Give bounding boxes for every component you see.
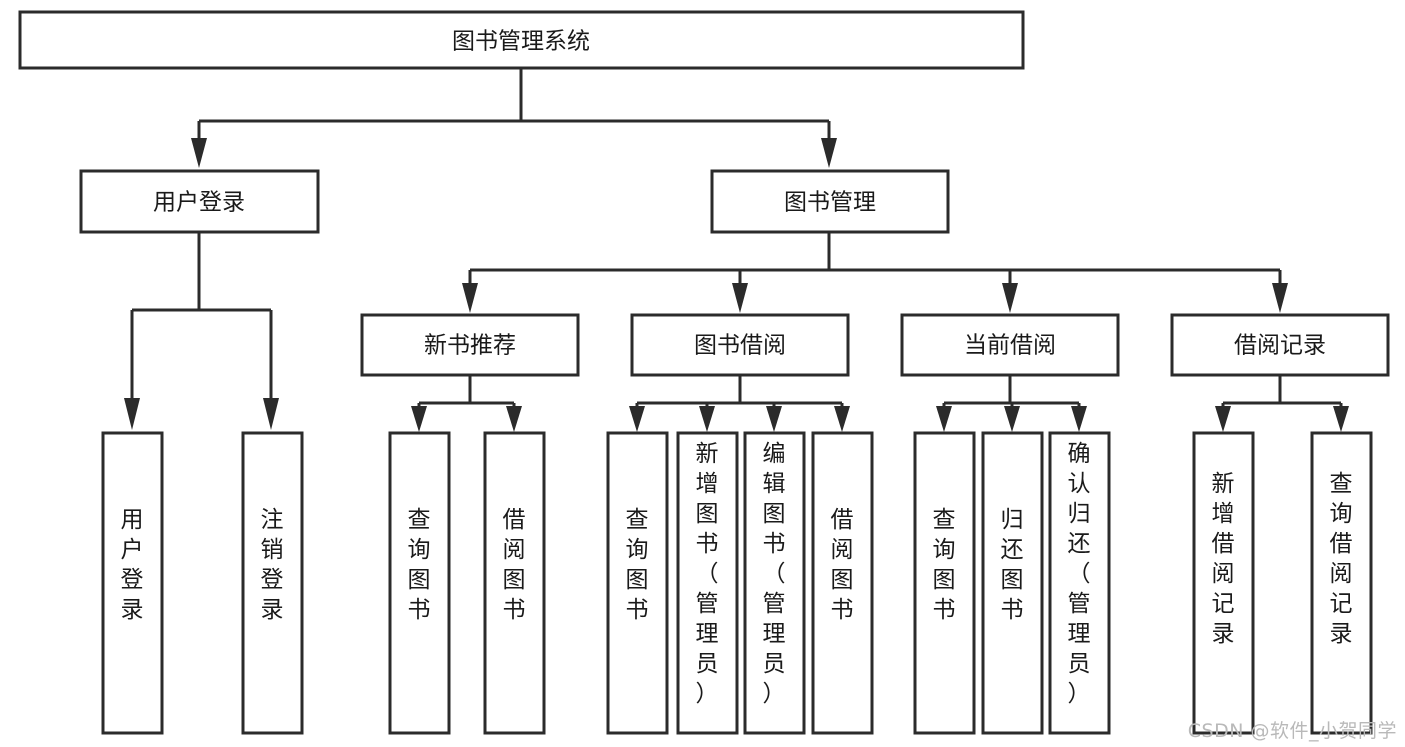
node-user-login-label: 用户登录 [153, 190, 245, 216]
node-book-manage[interactable]: 图书管理 [710, 169, 950, 234]
node-leaf-add-record-box[interactable] [1192, 431, 1255, 735]
node-leaf-logout[interactable]: 注销登录 [241, 431, 304, 735]
node-leaf-add-book-label: 新增图书（管理员） [696, 441, 719, 707]
node-leaf-add-record[interactable]: 新增借阅记录 [1192, 431, 1255, 735]
node-leaf-add-book-box[interactable] [676, 431, 739, 735]
arrow-user-login [191, 138, 207, 168]
node-leaf-return-book-box[interactable] [981, 431, 1044, 735]
node-leaf-borrow-book-1[interactable]: 借阅图书 [483, 431, 546, 735]
node-book-manage-label: 图书管理 [784, 190, 876, 216]
node-leaf-return-book[interactable]: 归还图书 [981, 431, 1044, 735]
node-new-book-rec-box[interactable] [360, 313, 580, 377]
node-leaf-logout-label: 注销登录 [261, 507, 284, 623]
node-book-manage-box[interactable] [710, 169, 950, 234]
node-leaf-query-book-1-label: 查询图书 [408, 507, 431, 623]
arrow-leaf-query-book-1 [411, 406, 427, 432]
node-leaf-add-book[interactable]: 新增图书（管理员） [676, 431, 739, 735]
arrow-leaf-logout [263, 398, 279, 430]
node-leaf-add-record-label: 新增借阅记录 [1212, 471, 1235, 647]
node-new-book-rec[interactable]: 新书推荐 [360, 313, 580, 377]
node-leaf-logout-box[interactable] [241, 431, 304, 735]
connector-group [124, 68, 1349, 432]
node-leaf-borrow-book-2-label: 借阅图书 [831, 507, 854, 623]
node-current-borrow-label: 当前借阅 [964, 333, 1056, 359]
node-user-login[interactable]: 用户登录 [79, 169, 320, 234]
node-root[interactable]: 图书管理系统 [18, 10, 1025, 70]
node-borrow-record-box[interactable] [1170, 313, 1390, 377]
node-book-borrow[interactable]: 图书借阅 [630, 313, 850, 377]
arrow-leaf-edit-book [766, 406, 782, 432]
node-leaf-edit-book[interactable]: 编辑图书（管理员） [743, 431, 806, 735]
node-leaf-edit-book-label: 编辑图书（管理员） [763, 441, 786, 707]
arrow-leaf-add-book [699, 406, 715, 432]
arrow-borrow-record [1272, 283, 1288, 313]
arrow-leaf-borrow-book-2 [834, 406, 850, 432]
node-leaf-user-login[interactable]: 用户登录 [101, 431, 164, 735]
node-leaf-query-book-3[interactable]: 查询图书 [913, 431, 976, 735]
arrow-leaf-add-record [1215, 406, 1231, 432]
node-borrow-record[interactable]: 借阅记录 [1170, 313, 1390, 377]
node-leaf-borrow-book-1-box[interactable] [483, 431, 546, 735]
node-new-book-rec-label: 新书推荐 [424, 333, 516, 359]
node-borrow-record-label: 借阅记录 [1234, 333, 1326, 359]
node-leaf-query-record-box[interactable] [1310, 431, 1373, 735]
node-leaf-query-book-1-box[interactable] [388, 431, 451, 735]
arrow-leaf-user-login [124, 398, 140, 430]
arrow-leaf-query-book-2 [629, 406, 645, 432]
node-root-box[interactable] [18, 10, 1025, 70]
node-book-borrow-label: 图书借阅 [694, 333, 786, 359]
node-leaf-borrow-book-2[interactable]: 借阅图书 [811, 431, 874, 735]
arrow-current-borrow [1002, 283, 1018, 313]
arrow-leaf-confirm-return [1071, 406, 1087, 432]
node-current-borrow-box[interactable] [900, 313, 1120, 377]
node-current-borrow[interactable]: 当前借阅 [900, 313, 1120, 377]
node-leaf-user-login-label: 用户登录 [121, 507, 144, 623]
arrow-new-book-rec [462, 283, 478, 313]
arrow-leaf-borrow-book-1 [506, 406, 522, 432]
node-leaf-edit-book-box[interactable] [743, 431, 806, 735]
node-leaf-query-book-1[interactable]: 查询图书 [388, 431, 451, 735]
node-root-label: 图书管理系统 [452, 29, 590, 55]
node-leaf-confirm-return-box[interactable] [1048, 431, 1111, 735]
arrow-book-borrow [732, 283, 748, 313]
node-leaf-confirm-return[interactable]: 确认归还（管理员） [1048, 431, 1111, 735]
node-leaf-query-book-2[interactable]: 查询图书 [606, 431, 669, 735]
node-leaf-confirm-return-label: 确认归还（管理员） [1068, 441, 1091, 707]
node-leaf-query-book-2-label: 查询图书 [626, 507, 649, 623]
node-leaf-query-book-2-box[interactable] [606, 431, 669, 735]
arrow-leaf-return-book [1004, 406, 1020, 432]
node-leaf-user-login-box[interactable] [101, 431, 164, 735]
arrow-book-manage [821, 138, 837, 168]
node-leaf-borrow-book-2-box[interactable] [811, 431, 874, 735]
node-leaf-query-record[interactable]: 查询借阅记录 [1310, 431, 1373, 735]
node-leaf-return-book-label: 归还图书 [1001, 507, 1024, 623]
node-leaf-query-record-label: 查询借阅记录 [1330, 471, 1353, 647]
node-leaf-borrow-book-1-label: 借阅图书 [503, 507, 526, 623]
node-leaf-query-book-3-label: 查询图书 [933, 507, 956, 623]
node-leaf-query-book-3-box[interactable] [913, 431, 976, 735]
node-book-borrow-box[interactable] [630, 313, 850, 377]
arrow-leaf-query-book-3 [936, 406, 952, 432]
arrow-leaf-query-record [1333, 406, 1349, 432]
node-user-login-box[interactable] [79, 169, 320, 234]
